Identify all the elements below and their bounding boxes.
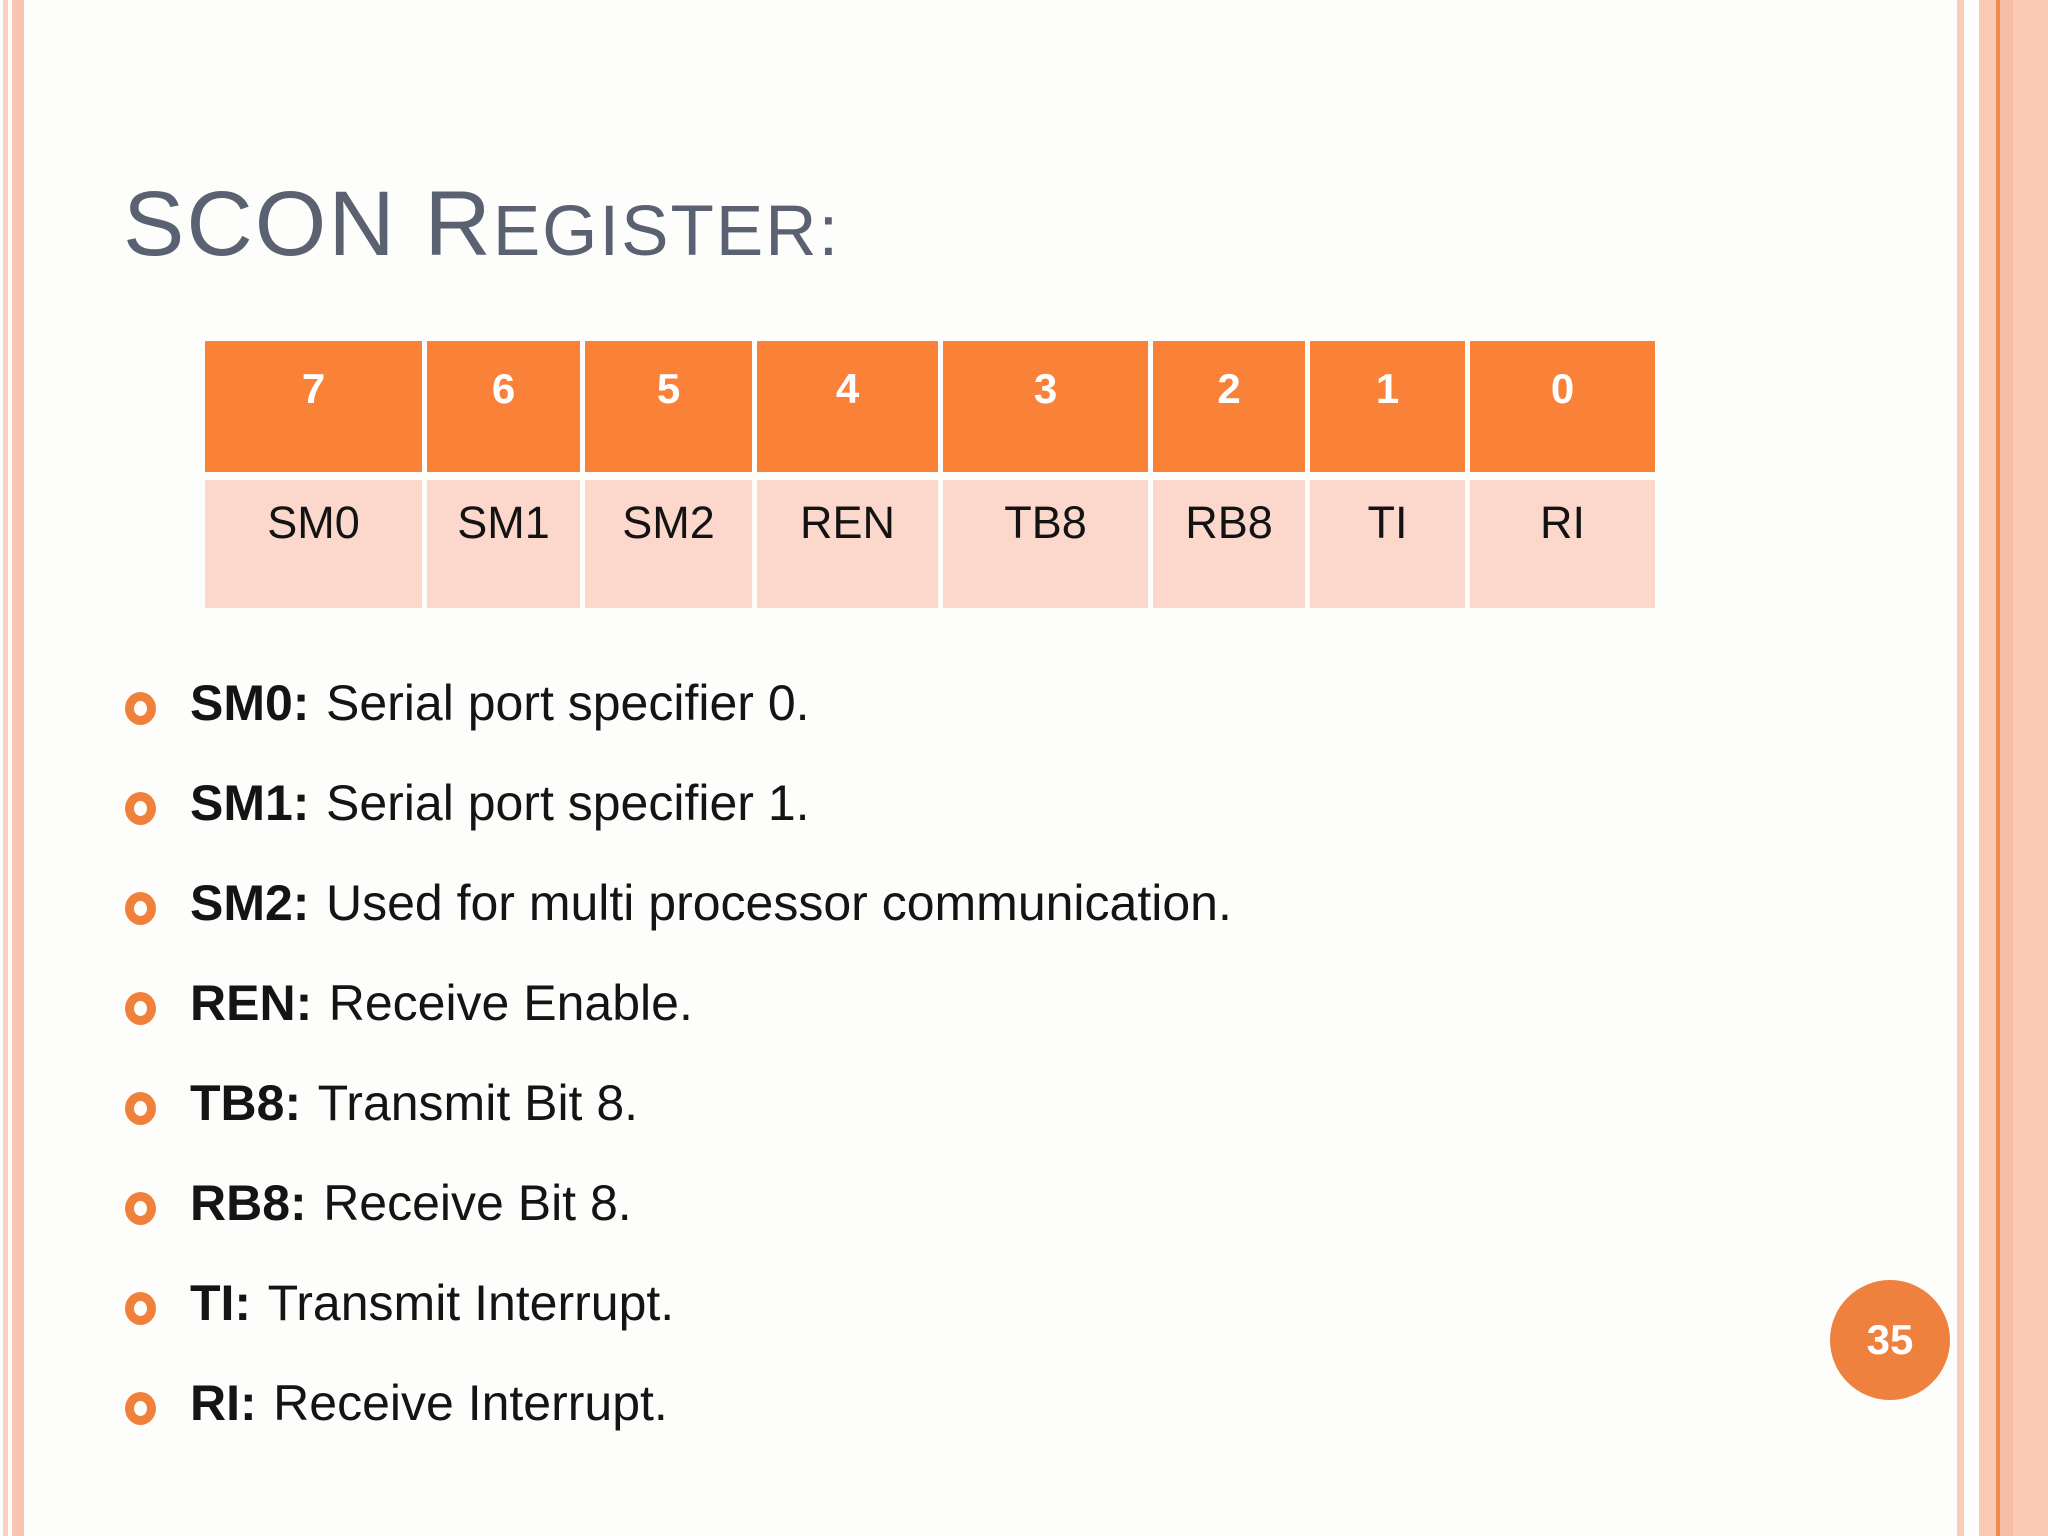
bit-description: Transmit Bit 8.: [317, 1075, 639, 1131]
list-item: SM1: Serial port specifier 1.: [115, 753, 1835, 853]
bit-term: SM0:: [190, 675, 310, 731]
slide-title-trailing: EGISTER:: [492, 192, 841, 271]
bit-number-row: 7 6 5 4 3 2 1 0: [205, 341, 1655, 472]
bit-term: REN:: [190, 975, 313, 1031]
bit-description: Serial port specifier 1.: [325, 775, 810, 831]
bullet-icon: [125, 1191, 156, 1225]
list-item: SM2: Used for multi processor communicat…: [115, 853, 1835, 953]
bullet-icon: [125, 791, 156, 825]
bit-name-cell: REN: [757, 480, 943, 608]
bullet-icon: [125, 691, 156, 725]
bit-term: SM1:: [190, 775, 310, 831]
bit-name-cell: SM0: [205, 480, 427, 608]
bullet-icon: [125, 1391, 156, 1425]
right-border-shade: [2000, 0, 2013, 1536]
left-border-thin-stripe: [3, 0, 8, 1536]
left-border-thick-stripe: [12, 0, 24, 1536]
bit-term: TB8:: [190, 1075, 302, 1131]
list-item: RI: Receive Interrupt.: [115, 1353, 1835, 1453]
bit-name-cell: TB8: [943, 480, 1153, 608]
bit-name-cell: SM1: [427, 480, 585, 608]
right-border-accent-line: [1996, 0, 2000, 1536]
bullet-icon: [125, 1091, 156, 1125]
bullet-icon: [125, 891, 156, 925]
bit-number-cell: 4: [757, 341, 943, 472]
bit-description: Receive Interrupt.: [273, 1375, 668, 1431]
bit-term: RI:: [190, 1375, 257, 1431]
page-number-badge: 35: [1830, 1280, 1950, 1400]
bit-term: RB8:: [190, 1175, 307, 1231]
bit-term: SM2:: [190, 875, 310, 931]
bit-description: Transmit Interrupt.: [267, 1275, 675, 1331]
bit-description: Receive Enable.: [328, 975, 693, 1031]
bit-name-cell: RB8: [1153, 480, 1310, 608]
bit-name-cell: TI: [1310, 480, 1470, 608]
right-border-band: [1979, 0, 2048, 1536]
list-item: TI: Transmit Interrupt.: [115, 1253, 1835, 1353]
right-border-thin-stripe: [1957, 0, 1964, 1536]
bit-name-cell: SM2: [585, 480, 757, 608]
bit-number-cell: 7: [205, 341, 427, 472]
bit-description: Serial port specifier 0.: [325, 675, 810, 731]
page-number: 35: [1866, 1316, 1914, 1363]
bullet-icon: [125, 991, 156, 1025]
bullet-icon: [125, 1291, 156, 1325]
slide-title: SCON REGISTER:: [123, 172, 840, 277]
list-item: REN: Receive Enable.: [115, 953, 1835, 1053]
scon-register-table: 7 6 5 4 3 2 1 0 SM0 SM1 SM2 REN TB8 RB8 …: [205, 341, 1655, 608]
slide-title-leading: SCON R: [123, 173, 493, 275]
bit-number-cell: 1: [1310, 341, 1470, 472]
bit-number-cell: 0: [1470, 341, 1655, 472]
bit-number-cell: 5: [585, 341, 757, 472]
list-item: SM0: Serial port specifier 0.: [115, 653, 1835, 753]
bit-name-row: SM0 SM1 SM2 REN TB8 RB8 TI RI: [205, 480, 1655, 608]
list-item: TB8: Transmit Bit 8.: [115, 1053, 1835, 1153]
bit-description-list: SM0: Serial port specifier 0. SM1: Seria…: [115, 653, 1835, 1453]
bit-number-cell: 6: [427, 341, 585, 472]
bit-number-cell: 2: [1153, 341, 1310, 472]
bit-name-cell: RI: [1470, 480, 1655, 608]
bit-description: Receive Bit 8.: [323, 1175, 632, 1231]
bit-number-cell: 3: [943, 341, 1153, 472]
bit-description: Used for multi processor communication.: [325, 875, 1232, 931]
bit-term: TI:: [190, 1275, 252, 1331]
list-item: RB8: Receive Bit 8.: [115, 1153, 1835, 1253]
